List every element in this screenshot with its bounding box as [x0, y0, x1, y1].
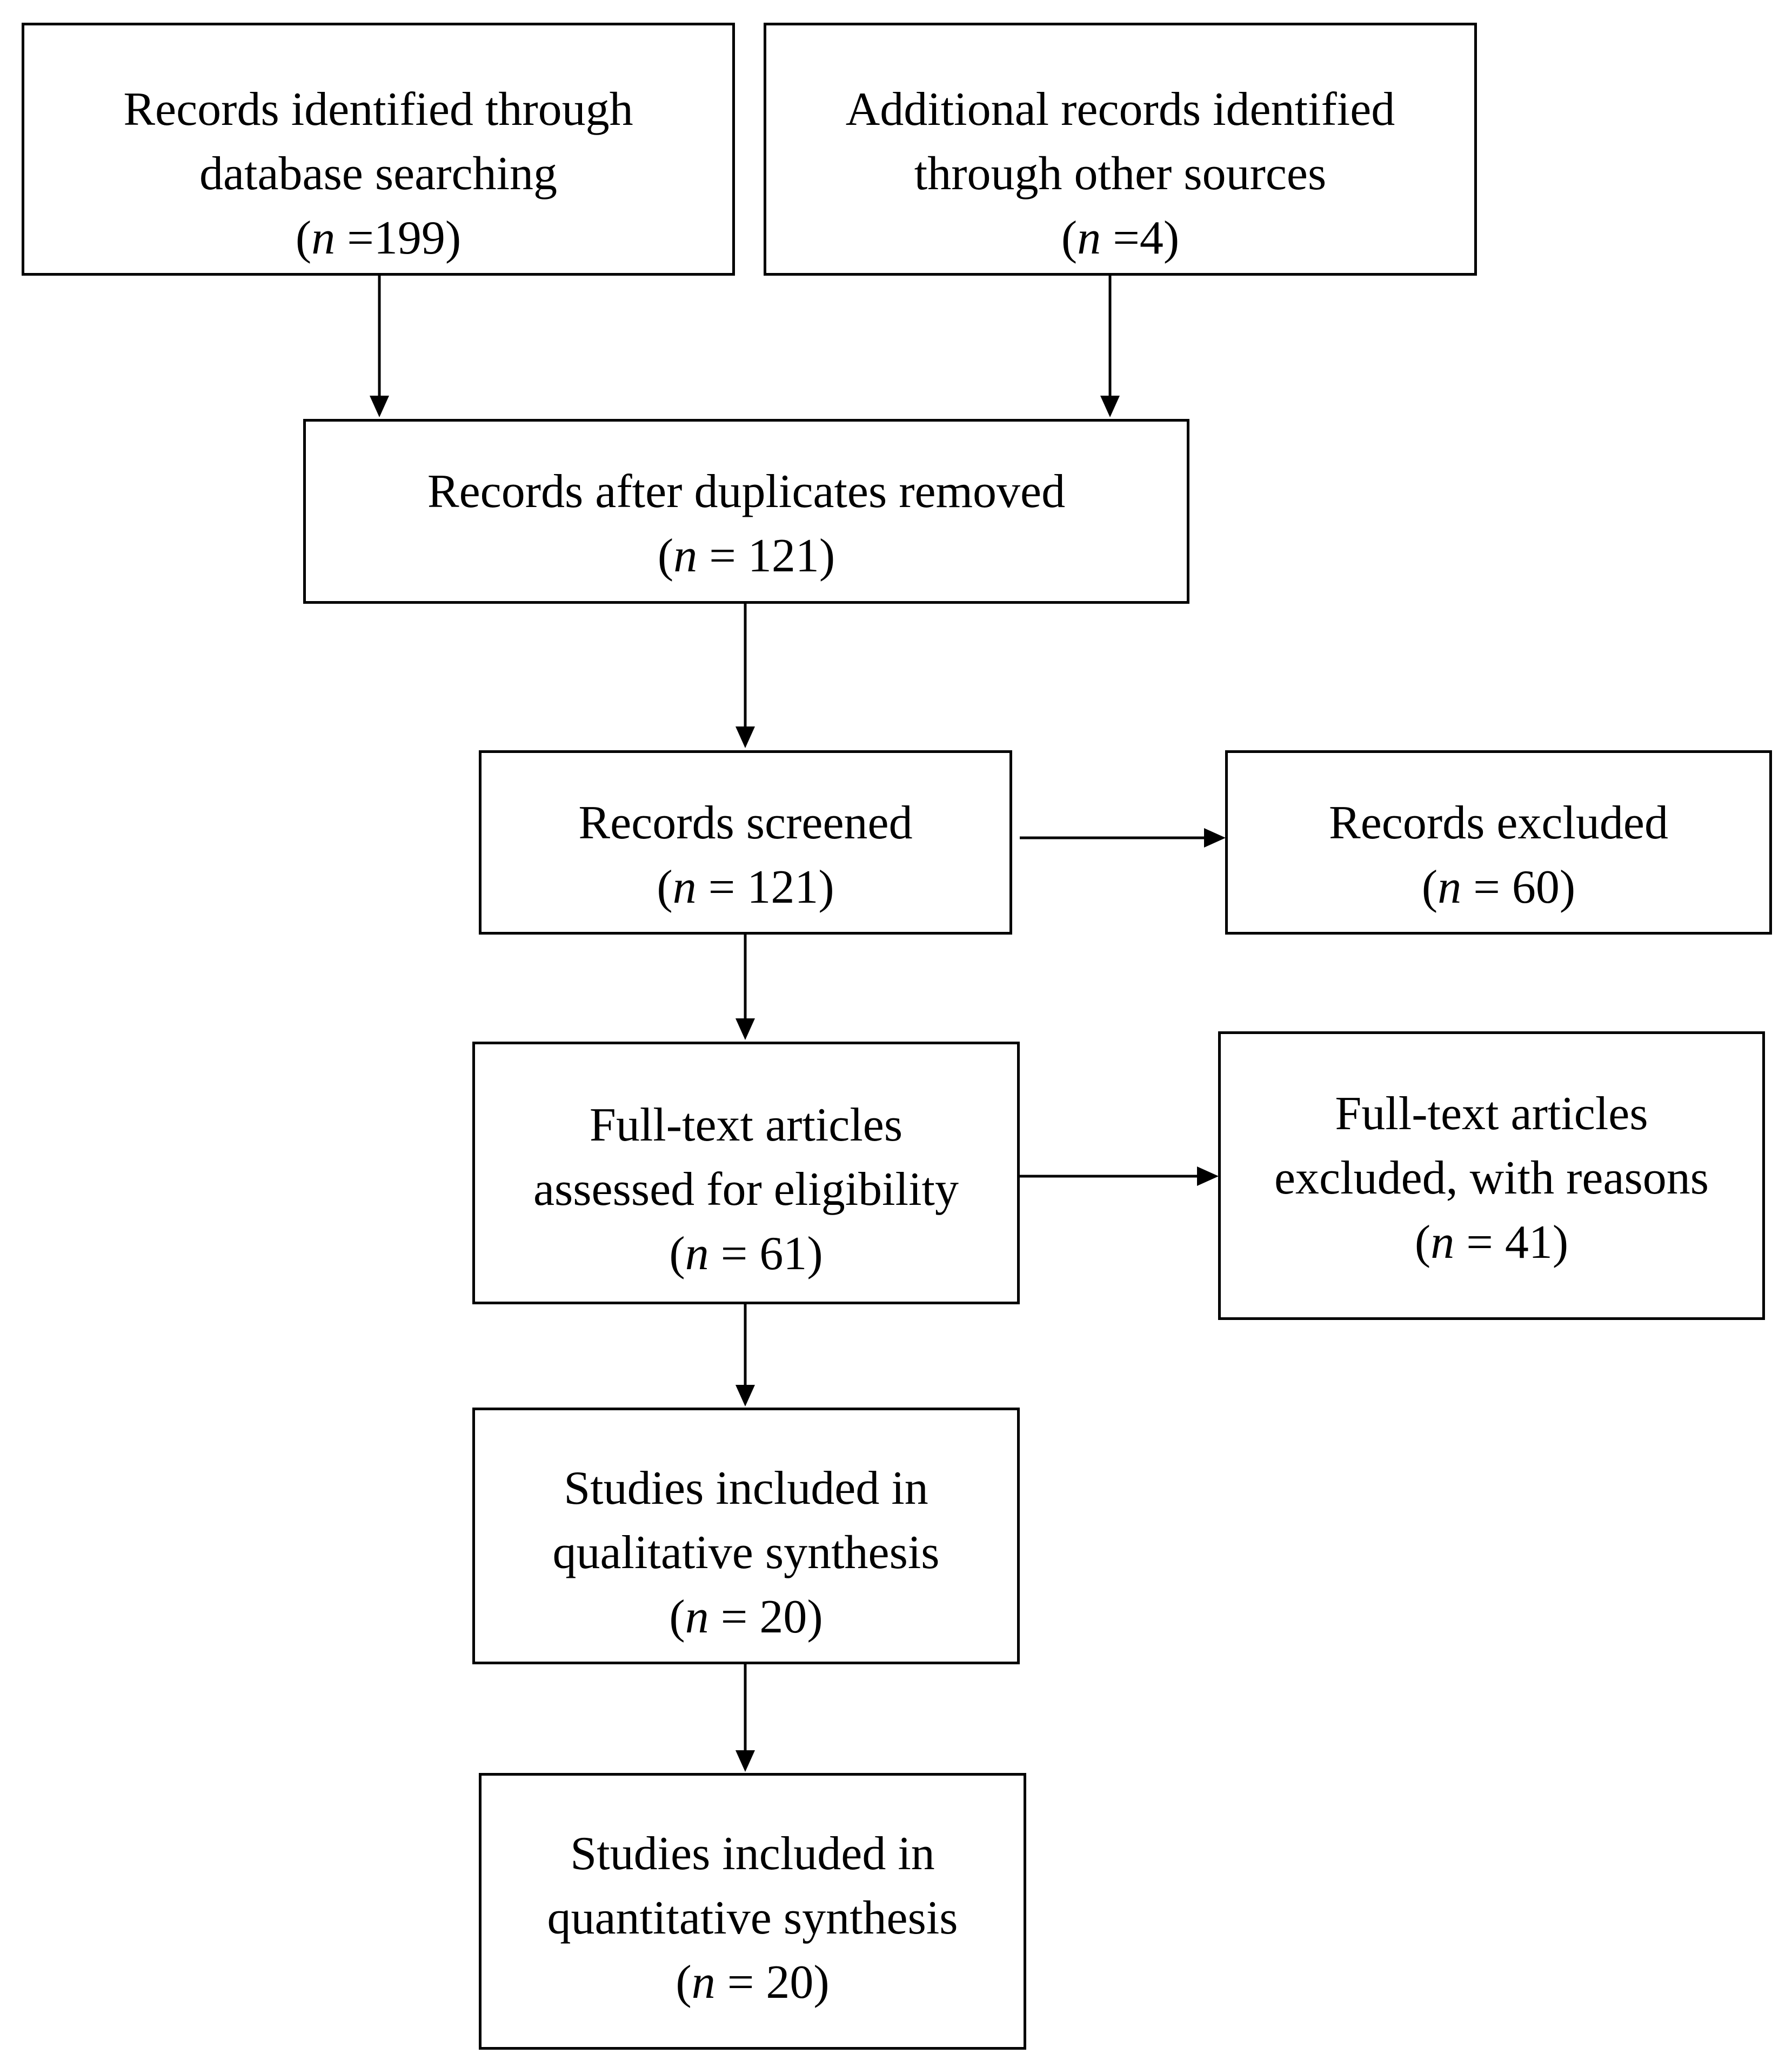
arrowhead-db-to-duplicates — [370, 396, 389, 417]
box-quantitative-line-2: quantitative synthesis — [547, 1892, 958, 1944]
box-quantitative-count: (n = 20) — [676, 1950, 829, 2015]
count-value: = 121) — [696, 861, 834, 914]
arrowhead-screened-to-excluded — [1204, 828, 1226, 848]
box-quantitative-line-1: Studies included in — [570, 1828, 935, 1880]
box-records-screened-count: (n = 121) — [657, 855, 834, 919]
box-fulltext-assessed-line-2: assessed for eligibility — [533, 1163, 959, 1216]
box-fulltext-assessed: Full-text articles assessed for eligibil… — [472, 1042, 1020, 1304]
box-identified-database-line-2: database searching — [199, 148, 558, 200]
n-symbol: n — [673, 530, 698, 582]
box-qualitative-count: (n = 20) — [669, 1585, 823, 1649]
arrowhead-other-to-duplicates — [1100, 396, 1120, 417]
box-fulltext-assessed-line-1: Full-text articles — [589, 1099, 903, 1151]
box-after-duplicates-line-1: Records after duplicates removed — [427, 465, 1066, 518]
box-identified-database: Records identified through database sear… — [22, 23, 735, 276]
box-records-screened-line-1: Records screened — [578, 797, 913, 849]
box-identified-other-line-2: through other sources — [914, 148, 1327, 200]
box-records-excluded-count: (n = 60) — [1422, 855, 1575, 919]
arrowhead-screened-to-fulltext — [735, 1018, 755, 1040]
count-open-paren: ( — [676, 1956, 692, 2009]
box-identified-other-sources: Additional records identified through ot… — [764, 23, 1477, 276]
count-value: = 60) — [1461, 861, 1576, 914]
count-open-paren: ( — [657, 861, 673, 914]
count-value: = 121) — [697, 530, 835, 582]
box-identified-other-count: (n =4) — [1061, 206, 1179, 270]
count-value: =199) — [335, 212, 462, 264]
count-value: = 20) — [715, 1956, 830, 2009]
box-after-duplicates: Records after duplicates removed (n = 12… — [303, 419, 1189, 604]
count-open-paren: ( — [669, 1228, 685, 1280]
n-symbol: n — [672, 861, 697, 914]
n-symbol: n — [311, 212, 336, 264]
count-open-paren: ( — [1061, 212, 1078, 264]
arrowhead-fulltext-to-qualitative — [735, 1385, 755, 1406]
count-open-paren: ( — [1421, 861, 1438, 914]
count-value: = 41) — [1454, 1216, 1569, 1269]
count-value: = 20) — [708, 1591, 823, 1643]
count-value: = 61) — [708, 1228, 823, 1280]
box-fulltext-excluded-line-2: excluded, with reasons — [1274, 1152, 1709, 1204]
count-open-paren: ( — [669, 1591, 685, 1643]
count-value: =4) — [1101, 212, 1180, 264]
n-symbol: n — [1437, 861, 1462, 914]
n-symbol: n — [685, 1591, 709, 1643]
box-qualitative-line-1: Studies included in — [564, 1462, 928, 1515]
arrowhead-duplicates-to-screened — [735, 726, 755, 748]
box-quantitative-synthesis: Studies included in quantitative synthes… — [479, 1773, 1026, 2050]
box-qualitative-synthesis: Studies included in qualitative synthesi… — [472, 1408, 1020, 1664]
box-fulltext-excluded-count: (n = 41) — [1415, 1210, 1568, 1275]
box-after-duplicates-count: (n = 121) — [658, 524, 835, 588]
box-records-screened: Records screened (n = 121) — [479, 750, 1012, 935]
box-fulltext-assessed-count: (n = 61) — [669, 1222, 823, 1286]
n-symbol: n — [1430, 1216, 1455, 1269]
box-records-excluded-line-1: Records excluded — [1329, 797, 1668, 849]
box-qualitative-line-2: qualitative synthesis — [552, 1526, 940, 1579]
count-open-paren: ( — [657, 530, 674, 582]
n-symbol: n — [1077, 212, 1101, 264]
count-open-paren: ( — [295, 212, 312, 264]
count-open-paren: ( — [1414, 1216, 1431, 1269]
box-fulltext-excluded-line-1: Full-text articles — [1335, 1088, 1648, 1140]
box-identified-database-line-1: Records identified through — [123, 83, 633, 136]
n-symbol: n — [691, 1956, 716, 2009]
box-identified-database-count: (n =199) — [296, 206, 461, 270]
box-identified-other-line-1: Additional records identified — [845, 83, 1395, 136]
arrowhead-qualitative-to-quantitative — [735, 1750, 755, 1772]
arrowhead-fulltext-to-excluded — [1197, 1166, 1219, 1186]
box-fulltext-excluded: Full-text articles excluded, with reason… — [1218, 1031, 1765, 1320]
n-symbol: n — [685, 1228, 709, 1280]
box-records-excluded: Records excluded (n = 60) — [1225, 750, 1772, 935]
